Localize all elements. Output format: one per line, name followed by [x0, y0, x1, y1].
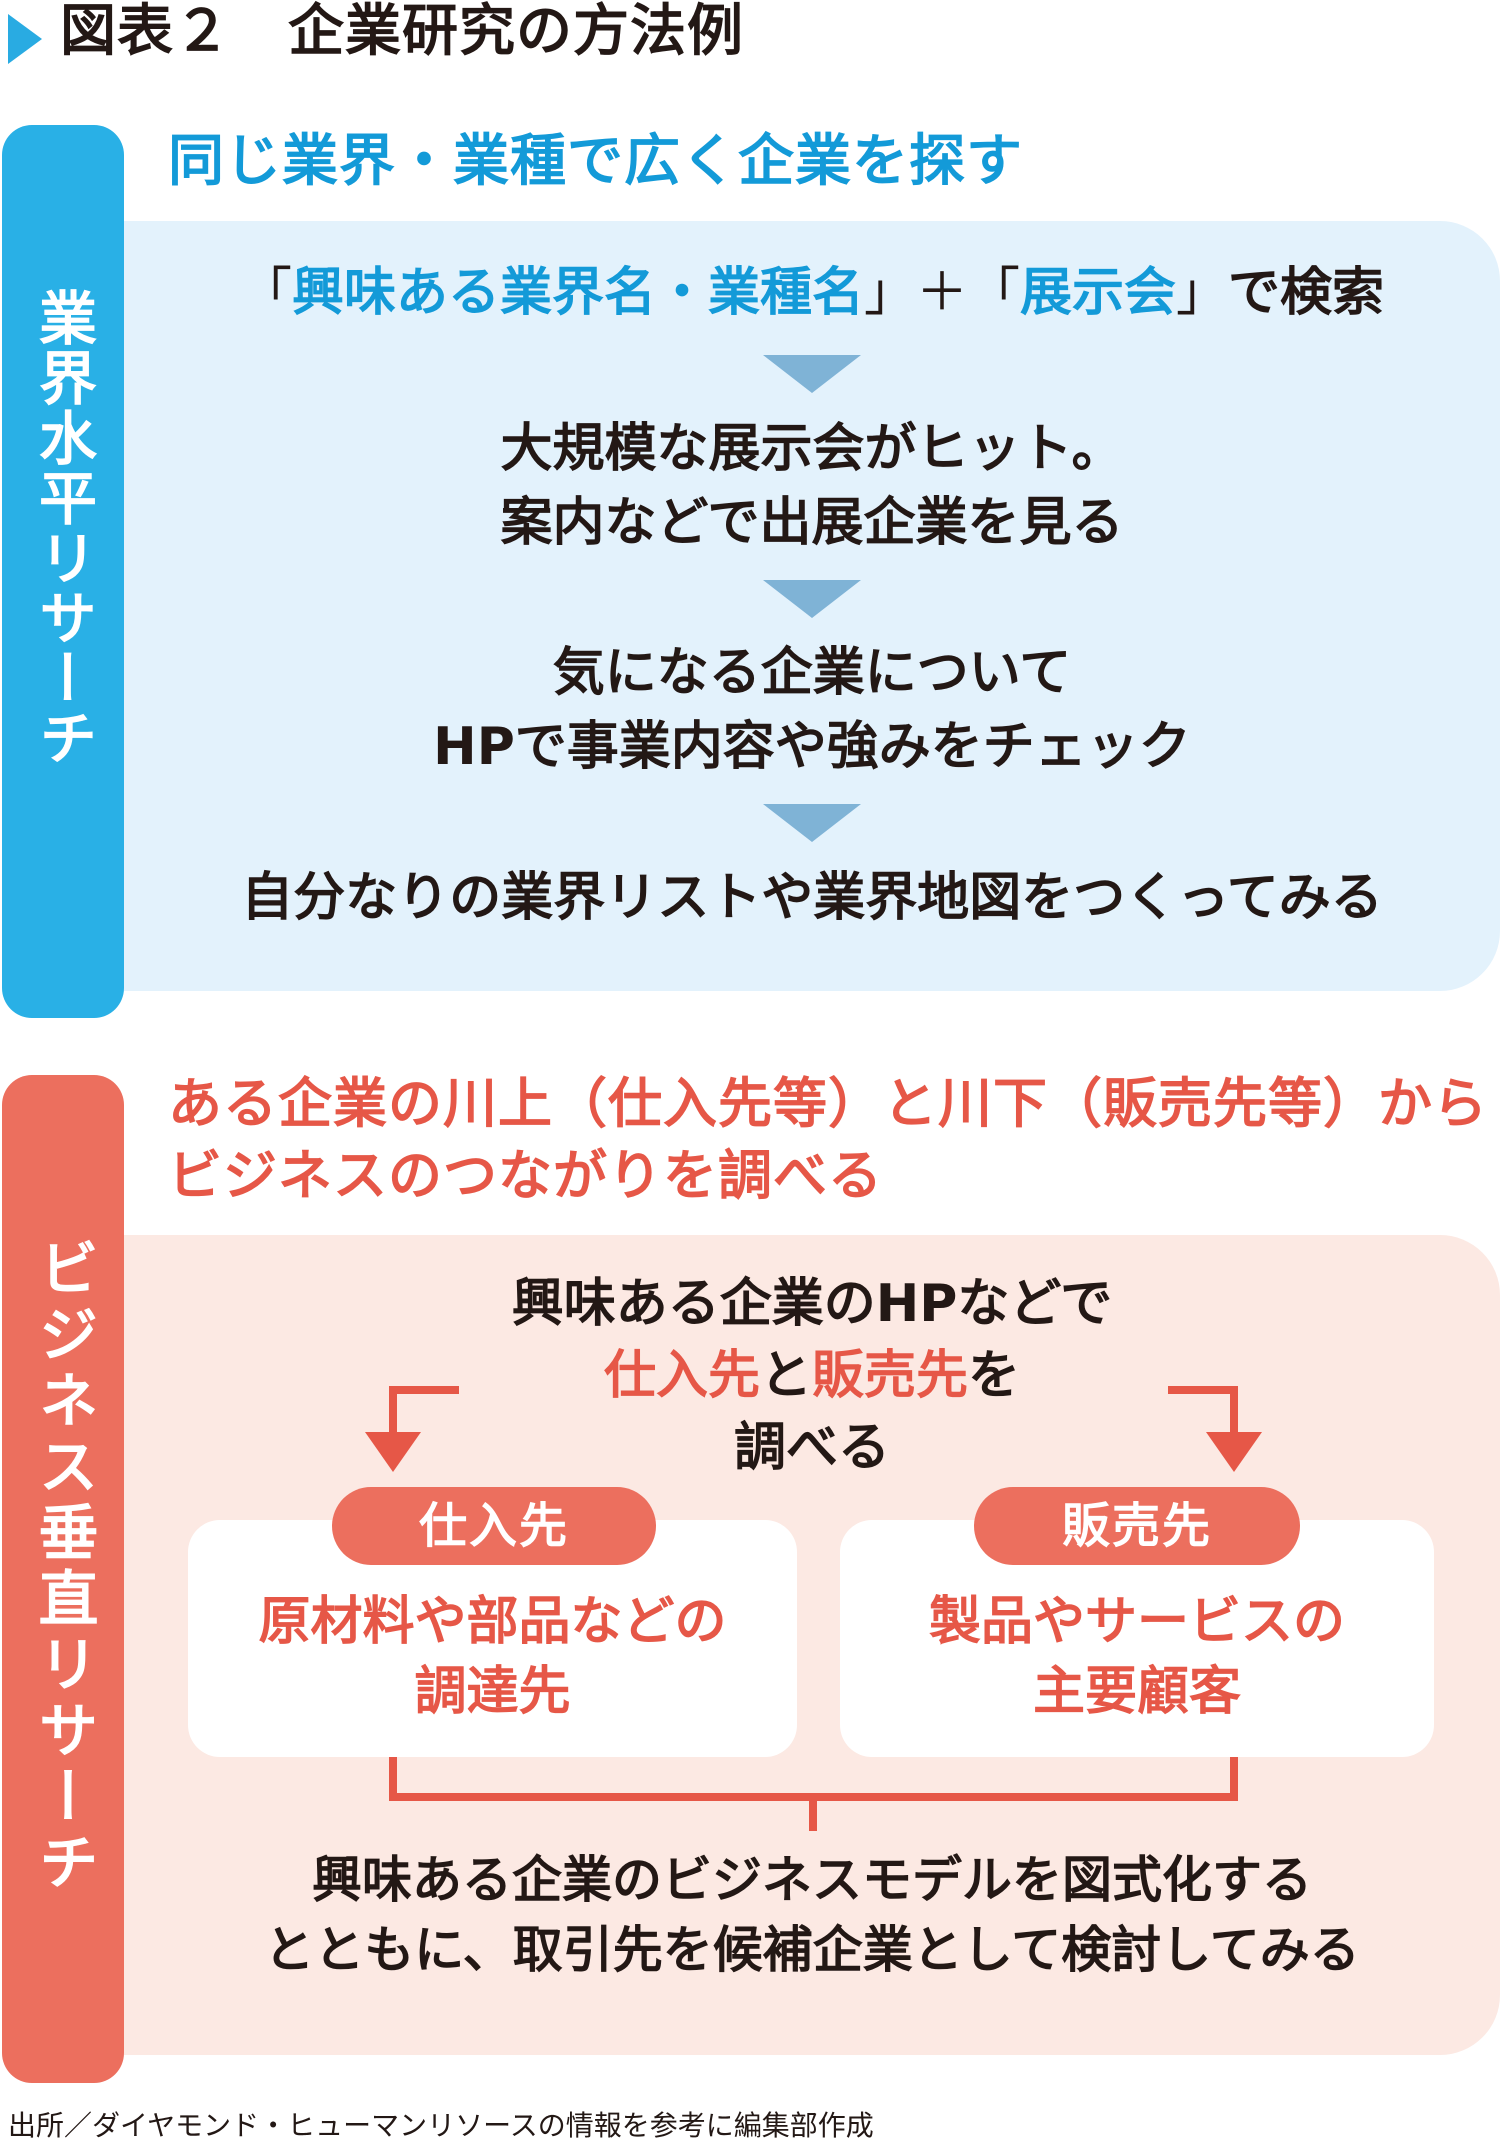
conclusion-line: 興味ある企業のビジネスモデルを図式化する	[312, 1851, 1312, 1909]
left-down-arrow-icon	[365, 1432, 421, 1472]
figure-title: 図表２ 企業研究の方法例	[60, 0, 744, 64]
left-arrow-vertical-segment	[389, 1386, 397, 1436]
right-arrow-horizontal-segment	[1168, 1386, 1238, 1394]
intro-line: 興味ある企業のHPなどで	[511, 1274, 1113, 1334]
customer-label-pill: 販売先	[974, 1487, 1300, 1565]
bracket-left-segment	[389, 1757, 397, 1801]
customer-description-line: 主要顧客	[1032, 1662, 1241, 1722]
supplier-label-pill: 仕入先	[332, 1487, 656, 1565]
customer-description: 製品やサービスの 主要顧客	[929, 1587, 1345, 1757]
intro-customer-keyword: 販売先	[812, 1346, 969, 1406]
step-search-keyword-exhibition: 展示会	[1020, 263, 1177, 323]
step-search-part: で検索	[1228, 263, 1385, 323]
step-search-part: 」	[1176, 263, 1229, 323]
down-arrow-icon	[763, 804, 861, 842]
title-marker-icon	[8, 14, 42, 64]
down-arrow-icon	[763, 580, 861, 618]
customer-description-line: 製品やサービスの	[928, 1592, 1345, 1652]
supplier-description-line: 調達先	[414, 1662, 571, 1722]
step-line: 案内などで出展企業を見る	[500, 493, 1124, 553]
horizontal-research-label: 業界水平リサーチ	[29, 288, 97, 768]
left-arrow-horizontal-segment	[389, 1386, 459, 1394]
bracket-right-segment	[1230, 1757, 1238, 1801]
horizontal-research-side-bar: 業界水平リサーチ	[2, 125, 124, 1018]
step-search-part: 「	[239, 263, 292, 323]
heading-line: ある企業の川上（仕入先等）と川下（販売先等）から	[168, 1072, 1488, 1135]
supplier-description: 原材料や部品などの 調達先	[258, 1587, 726, 1757]
step-line: 大規模な展示会がヒット。	[500, 419, 1124, 479]
intro-part: と	[759, 1346, 812, 1406]
intro-part: を	[968, 1346, 1021, 1406]
step-search-keyword-industry: 興味ある業界名・業種名	[291, 263, 864, 323]
supplier-description-line: 原材料や部品などの	[258, 1592, 727, 1652]
step-exhibition-hit: 大規模な展示会がヒット。 案内などで出展企業を見る	[124, 412, 1500, 560]
vertical-intro: 興味ある企業のHPなどで 仕入先と販売先を 調べる	[124, 1268, 1500, 1484]
step-search-part: 」＋「	[863, 263, 1020, 323]
step-line: HPで事業内容や強みをチェック	[433, 717, 1191, 777]
intro-line: 調べる	[733, 1418, 890, 1478]
supplier-card: 原材料や部品などの 調達先	[188, 1520, 797, 1757]
heading-line: ビジネスのつながりを調べる	[168, 1144, 883, 1207]
step-make-list: 自分なりの業界リストや業界地図をつくってみる	[124, 861, 1500, 935]
step-search: 「興味ある業界名・業種名」＋「展示会」で検索	[124, 256, 1500, 330]
step-line: 気になる企業について	[552, 643, 1072, 703]
right-arrow-vertical-segment	[1230, 1386, 1238, 1436]
source-note: 出所／ダイヤモンド・ヒューマンリソースの情報を参考に編集部作成	[8, 2109, 874, 2142]
bracket-center-segment	[809, 1793, 817, 1831]
step-line: 自分なりの業界リストや業界地図をつくってみる	[241, 868, 1383, 928]
vertical-conclusion: 興味ある企業のビジネスモデルを図式化する とともに、取引先を候補企業として検討し…	[124, 1845, 1500, 1985]
right-down-arrow-icon	[1206, 1432, 1262, 1472]
vertical-research-side-bar: ビジネス垂直リサーチ	[2, 1075, 124, 2083]
down-arrow-icon	[763, 355, 861, 393]
conclusion-line: とともに、取引先を候補企業として検討してみる	[264, 1921, 1360, 1979]
intro-supplier-keyword: 仕入先	[603, 1346, 760, 1406]
vertical-research-heading: ある企業の川上（仕入先等）と川下（販売先等）から ビジネスのつながりを調べる	[168, 1068, 1488, 1212]
step-check-hp: 気になる企業について HPで事業内容や強みをチェック	[124, 636, 1500, 784]
intro-line: 仕入先と販売先を	[124, 1340, 1500, 1412]
vertical-research-label: ビジネス垂直リサーチ	[28, 1237, 98, 1897]
horizontal-research-heading: 同じ業界・業種で広く企業を探す	[168, 129, 1023, 194]
